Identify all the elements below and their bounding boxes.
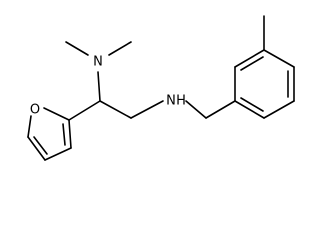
- furan-bond-c3-c2-inner: [62, 123, 66, 146]
- benzyl-ch2-to-ring-bond: [205, 100, 236, 119]
- furan-oxygen-label: O: [30, 103, 40, 118]
- amine-nitrogen-label: N: [166, 94, 176, 109]
- furan-bond-c5-c4: [27, 136, 46, 161]
- chiral-carbon-to-furan-bond: [68, 100, 101, 121]
- furan-bond-c4-c3: [44, 147, 72, 161]
- n-methyl-right-bond: [108, 41, 132, 56]
- molecule-structure-canvas: N N H O: [27, 15, 295, 161]
- benzene-bond-5-6: [263, 100, 295, 119]
- benzene-bond-6-1: [234, 100, 265, 119]
- molecule-structure-svg: N N H O: [27, 15, 295, 161]
- benzene-bond-6-1-inner: [240, 97, 264, 112]
- amine-hydrogen-label: H: [176, 94, 186, 109]
- furan-bond-c5-c4-inner: [33, 136, 48, 155]
- furan-bond-c3-c2: [68, 119, 72, 149]
- furan-bond-c2-o: [43, 107, 70, 121]
- benzene-bond-2-3: [234, 49, 265, 68]
- furan-bond-o-c5: [27, 115, 32, 138]
- benzene-bond-3-4: [263, 49, 295, 68]
- benzene-bond-2-3-inner: [240, 56, 264, 71]
- n-methyl-left-bond: [65, 41, 89, 56]
- ch2-to-nh-bond: [130, 100, 164, 119]
- dimethylamine-nitrogen-label: N: [93, 55, 103, 70]
- n-to-chiral-carbon-bond: [97, 71, 101, 102]
- chiral-carbon-to-ch2-bond: [99, 100, 132, 119]
- nh-to-benzyl-ch2-bond: [185, 100, 207, 119]
